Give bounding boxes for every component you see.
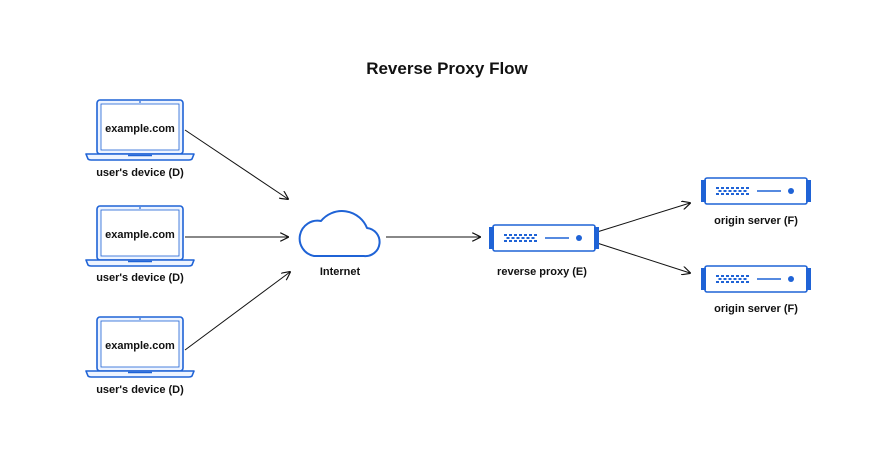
- arrow-device-1-to-internet: [184, 129, 288, 199]
- server-icon: [700, 265, 812, 293]
- user-device-3: example.com user's device (D): [85, 316, 195, 396]
- device-label: user's device (D): [96, 384, 184, 396]
- device-screen-text: example.com: [105, 123, 175, 135]
- server-icon: [488, 224, 600, 252]
- arrow-device-3-to-internet: [184, 272, 290, 351]
- origin-server-label: origin server (F): [714, 215, 798, 227]
- origin-server-2: origin server (F): [700, 265, 812, 315]
- user-device-2: example.com user's device (D): [85, 205, 195, 284]
- origin-server-label: origin server (F): [714, 303, 798, 315]
- connection-arrows: [184, 129, 690, 351]
- cloud-icon: [298, 210, 381, 258]
- reverse-proxy-node: reverse proxy (E): [488, 224, 600, 278]
- internet-label: Internet: [320, 266, 361, 278]
- internet-node: Internet: [298, 210, 381, 278]
- diagram-title: Reverse Proxy Flow: [366, 59, 528, 78]
- device-screen-text: example.com: [105, 229, 175, 241]
- user-device-1: example.com user's device (D): [85, 99, 195, 179]
- origin-server-1: origin server (F): [700, 177, 812, 227]
- server-icon: [700, 177, 812, 205]
- device-screen-text: example.com: [105, 340, 175, 352]
- device-label: user's device (D): [96, 272, 184, 284]
- arrow-proxy-to-origin-1: [596, 203, 690, 233]
- device-label: user's device (D): [96, 167, 184, 179]
- reverse-proxy-label: reverse proxy (E): [497, 266, 587, 278]
- arrow-proxy-to-origin-2: [596, 242, 690, 273]
